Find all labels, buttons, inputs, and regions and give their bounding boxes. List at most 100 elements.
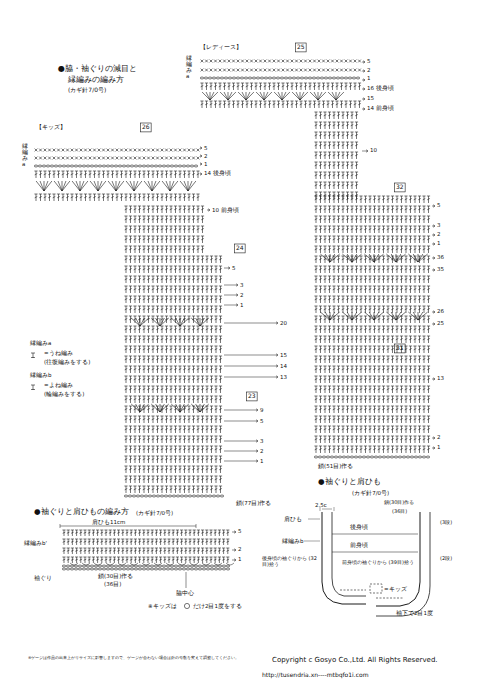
foundation-chain xyxy=(124,495,223,497)
row-number: 14 後身頃 xyxy=(204,170,231,176)
leader-arrow xyxy=(232,531,236,562)
chart-number: 23 xyxy=(248,393,256,400)
chart-number: 24 xyxy=(236,245,244,252)
edging-label: 縁編みb' xyxy=(24,540,47,546)
row-number: 5 xyxy=(232,265,236,271)
row-number: 9 xyxy=(260,407,264,413)
foundation-note: (36目) xyxy=(104,581,121,587)
row-number: 5 xyxy=(367,58,371,64)
legend-label: 縁編みa xyxy=(30,340,51,346)
chart-number-box xyxy=(247,392,258,401)
row-number: 14 前身頃 xyxy=(367,105,394,111)
legend-label: 縁編みb xyxy=(30,372,52,378)
part-label: 前身頃 xyxy=(350,542,368,548)
decrease-fan xyxy=(320,254,427,320)
leader-line xyxy=(304,519,320,541)
note: だけ2目1度をする xyxy=(193,603,242,609)
armhole-arc xyxy=(70,563,234,565)
row-number: 36 xyxy=(437,254,444,260)
row-number: 2 xyxy=(367,67,371,73)
note: (カギ針7/0号) xyxy=(136,510,173,516)
row-number: 15 xyxy=(280,352,287,358)
part-label: 縁編みb xyxy=(282,538,304,544)
row-number: 5 xyxy=(204,145,208,151)
leader-arrow xyxy=(200,147,278,463)
strap-outline xyxy=(376,512,420,606)
chart-number: 32 xyxy=(396,184,404,191)
size-label: 【キッズ】 xyxy=(36,124,66,131)
chart-number: 25 xyxy=(297,44,305,51)
row-number: 1 xyxy=(260,458,264,464)
row-number: 1 xyxy=(437,444,441,450)
note: 袖下で2目1度 xyxy=(396,610,433,616)
row-number: 15 xyxy=(367,95,374,101)
row-number: 35 xyxy=(437,266,444,272)
row-number: 16 後身頃 xyxy=(367,85,394,91)
legend-label: (輪編みをする) xyxy=(44,391,84,397)
foundation-note: 鎖(30目)作る xyxy=(384,500,414,506)
row-number: 5 xyxy=(260,418,264,424)
copyright: Copyright c Gosyo Co.,Ltd. All Rights Re… xyxy=(272,656,438,664)
chart-number: 31 xyxy=(396,345,404,352)
row-number: 14 xyxy=(280,363,287,369)
watermark: http://tusendria.xn----mtbqfo1i.com xyxy=(262,672,369,679)
part-label: 袖ぐり xyxy=(34,575,52,581)
chart-number-box xyxy=(395,183,406,192)
row-number: 2 xyxy=(204,153,208,159)
legend-label: =うね編み xyxy=(44,350,73,356)
leader-arrow xyxy=(362,61,435,450)
row-number: 1 xyxy=(437,240,441,246)
chart-number-box xyxy=(395,344,406,353)
chart-number: 26 xyxy=(142,124,150,131)
foundation-note: 鎖(30目)作る xyxy=(98,573,133,579)
chart-number-box xyxy=(296,43,307,52)
row-number: 26 xyxy=(437,308,444,314)
dimension-line xyxy=(60,524,196,528)
edging-label: 縁編みa xyxy=(186,55,192,79)
chart-number-box xyxy=(141,123,152,132)
foundation-note: 鎖(77目)作る xyxy=(236,500,271,506)
row-number: 5 xyxy=(238,528,242,534)
stitch-chart xyxy=(62,530,229,563)
note: 前身頃の袖ぐりから (39目)拾う xyxy=(342,560,414,566)
row-number: 5 xyxy=(437,202,441,208)
part-label: 肩ひも xyxy=(284,516,302,522)
row-number: 13 xyxy=(280,374,287,380)
row-number: 3 xyxy=(437,222,441,228)
note: 後身頃の袖ぐりから (32目)拾う xyxy=(262,556,320,568)
row-number: 2 xyxy=(238,546,242,552)
row-number: 1 xyxy=(238,556,242,562)
heading: ●袖ぐりと肩ひもの編み方 xyxy=(34,508,129,517)
body-edge xyxy=(332,534,418,552)
row-number: 20 xyxy=(280,320,287,326)
row-number: 1 xyxy=(204,161,208,167)
heading: ●袖ぐりと肩ひも xyxy=(318,478,381,487)
row-number: 25 xyxy=(437,320,444,326)
row-number: 10 xyxy=(370,147,377,153)
legend-symbol xyxy=(31,353,35,358)
row-number: 2 xyxy=(240,292,244,298)
note: ※キッズは xyxy=(148,603,177,609)
decrease-fan xyxy=(131,318,209,412)
legend-label: =キッズ xyxy=(384,586,407,592)
legend-symbol xyxy=(31,385,35,390)
dimension: 2.5c xyxy=(315,502,327,508)
row-number: 1 xyxy=(367,75,371,81)
stitch-chart xyxy=(200,60,430,453)
legend-label: =よね編み xyxy=(44,382,73,388)
edging-label: 縁編みa xyxy=(22,143,28,167)
row-number: 3 xyxy=(260,438,264,444)
part-label: 後身頃 xyxy=(350,524,368,530)
foundation-chain xyxy=(62,565,229,570)
row-number: 2 xyxy=(437,434,441,440)
row-count: (3段) xyxy=(440,520,452,526)
center-mark xyxy=(186,572,187,588)
foundation-chain xyxy=(314,456,429,458)
legend-label: (往復編みをする) xyxy=(44,359,90,365)
note: (カギ針7/0号) xyxy=(68,87,106,94)
part-label: 脇中心 xyxy=(176,590,194,596)
foundation-note: 鎖(51目)作る xyxy=(318,463,353,469)
row-number: 10 前身頃 xyxy=(212,207,239,213)
